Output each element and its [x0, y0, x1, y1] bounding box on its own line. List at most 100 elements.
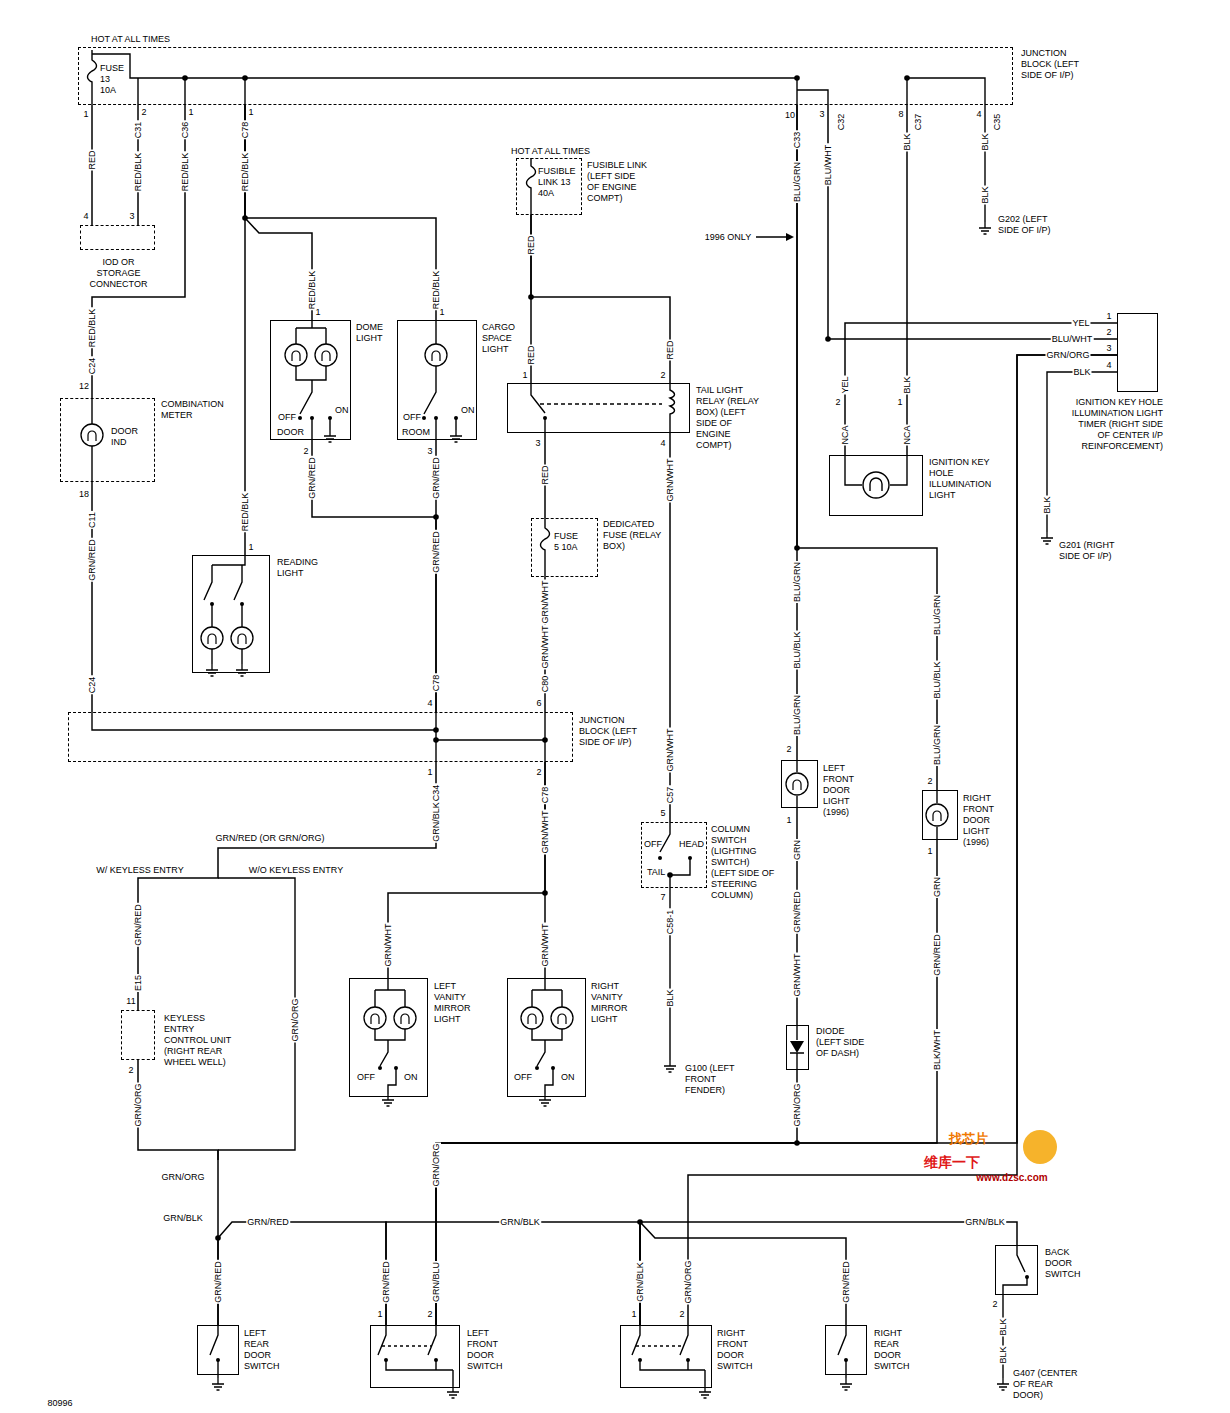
component-label: RIGHT FRONT DOOR LIGHT (1996)	[963, 793, 1005, 848]
diagram-label: www.dzsc.com	[975, 1172, 1048, 1184]
component-label: OFF	[644, 839, 662, 850]
diagram-label: 1	[247, 542, 254, 552]
diagram-label: GRN/WHT	[540, 625, 550, 670]
diagram-label: BLU/BLK	[792, 630, 802, 669]
component-box: LEFT FRONT DOOR LIGHT (1996)	[781, 760, 818, 808]
component-box: IGNITION KEY HOLE ILLUMINATION LIGHT	[829, 455, 923, 516]
diagram-label: RED/BLK	[240, 492, 250, 533]
component-label: OFF	[278, 412, 296, 423]
diagram-label: C58-1	[665, 909, 675, 936]
component-box: HOT AT ALL TIMESFUSE 13 10AJUNCTION BLOC…	[78, 47, 1013, 105]
wire-connector	[828, 105, 1117, 339]
component-label: HEAD	[679, 839, 704, 850]
diagram-label: BLK	[902, 375, 912, 394]
diagram-label: NCA	[840, 424, 850, 445]
diagram-label: RED	[526, 234, 536, 255]
wire-color-label: GRN/ORG	[133, 1082, 143, 1127]
component-label: CARGO SPACE LIGHT	[482, 322, 527, 355]
diagram-label: C24	[87, 676, 97, 695]
diagram-label: BLU/WHT	[1051, 334, 1094, 344]
diagram-label: BLK	[1072, 367, 1091, 377]
diagram-label: 找芯片	[948, 1131, 989, 1146]
diagram-label: 1	[785, 815, 792, 825]
wire-color-label: GRN/RED	[246, 1217, 290, 1227]
component-label: TAIL LIGHT RELAY (RELAY BOX) (LEFT SIDE …	[696, 385, 760, 451]
diagram-label: GRN/ORG	[290, 997, 300, 1042]
component-label: IGNITION KEY HOLE ILLUMINATION LIGHT TIM…	[1069, 397, 1163, 452]
diagram-label: BLU/BLK	[932, 660, 942, 699]
wire-color-label: GRN/RED	[87, 538, 97, 582]
wire-connector	[218, 1222, 386, 1325]
diagram-label: C35	[992, 113, 1002, 132]
diagram-label: C33	[792, 131, 802, 150]
wire-connector	[138, 1060, 218, 1325]
diagram-label: 1	[187, 107, 194, 117]
component-label: DOME LIGHT	[356, 322, 396, 344]
diagram-label: 3	[128, 211, 135, 221]
component-label: ON	[461, 405, 475, 416]
diagram-label: 1	[376, 1309, 383, 1319]
diagram-label: C37	[913, 113, 923, 132]
wire-color-label: YEL	[840, 375, 850, 394]
diagram-label: GRN/ORG	[431, 1142, 441, 1187]
diagram-label: G202 (LEFT SIDE OF I/P)	[997, 214, 1059, 236]
wire-connector	[436, 355, 1117, 1325]
component-label: ON	[561, 1072, 575, 1083]
component-label: KEYLESS ENTRY CONTROL UNIT (RIGHT REAR W…	[164, 1013, 232, 1068]
wire-connector	[688, 355, 1117, 1325]
diagram-label: 2	[1105, 327, 1112, 337]
diagram-label: C78	[240, 121, 250, 140]
diagram-label: 1	[314, 307, 321, 317]
diagram-label: BLK	[980, 185, 990, 204]
diagram-label: GRN/ORG	[160, 1172, 205, 1182]
diagram-label: C32	[836, 113, 846, 132]
wire-color-label: RED	[87, 149, 97, 170]
wire-connector	[245, 105, 436, 320]
component-box: IOD OR STORAGE CONNECTOR	[80, 225, 155, 250]
wire-connector	[906, 105, 908, 455]
wire-color-label: GRN/ORG	[792, 1082, 802, 1127]
component-label: DOOR	[277, 427, 304, 438]
component-label: HOT AT ALL TIMES	[91, 34, 170, 45]
component-box: JUNCTION BLOCK (LEFT SIDE OF I/P)	[68, 712, 573, 762]
component-box: DOME LIGHTOFFDOORON	[270, 320, 351, 440]
wire-connector	[640, 1222, 846, 1325]
diagram-label: 2	[140, 107, 147, 117]
component-label: OFF	[514, 1072, 532, 1083]
wire-color-label: GRN/BLK	[964, 1217, 1006, 1227]
component-label: TAIL	[647, 867, 665, 878]
diagram-label: 2	[127, 1065, 134, 1075]
wire-color-label: RED/BLK	[240, 152, 250, 193]
diagram-label: 1	[630, 1309, 637, 1319]
component-label: LEFT REAR DOOR SWITCH	[244, 1328, 286, 1372]
component-label: DIODE (LEFT SIDE OF DASH)	[816, 1026, 871, 1059]
diagram-label: 18	[78, 489, 90, 499]
diagram-label: 2	[678, 1309, 685, 1319]
diagram-label: YEL	[1071, 318, 1090, 328]
diagram-label: 4	[1105, 360, 1112, 370]
diagram-label: C80	[540, 675, 550, 694]
component-box: DOOR INDCOMBINATION METER	[60, 398, 155, 482]
diagram-label: W/ KEYLESS ENTRY	[95, 865, 184, 875]
component-label: ON	[335, 405, 349, 416]
wire-connector	[640, 1222, 1017, 1325]
diagram-label: GRN/RED	[932, 933, 942, 977]
component-label: READING LIGHT	[277, 557, 327, 579]
diagram-label: RED/BLK	[87, 308, 97, 349]
diagram-label: 1	[438, 307, 445, 317]
diagram-label: G201 (RIGHT SIDE OF I/P)	[1058, 540, 1122, 562]
component-label: COMBINATION METER	[161, 399, 231, 421]
diagram-label: GRN/WHT	[540, 923, 550, 968]
diagram-label: GRN/RED	[133, 903, 143, 947]
component-label: IOD OR STORAGE CONNECTOR	[81, 257, 156, 290]
diagram-label: 3	[426, 446, 433, 456]
component-box: BACK DOOR SWITCH	[995, 1245, 1038, 1295]
diagram-label: GRN/RED	[381, 1260, 391, 1304]
component-label: FUSE 13 10A	[100, 63, 126, 96]
component-label: OFF	[357, 1072, 375, 1083]
component-label: BACK DOOR SWITCH	[1045, 1247, 1087, 1280]
component-label: DOOR IND	[111, 426, 143, 448]
wire-color-label: RED/BLK	[180, 152, 190, 193]
diagram-label: 7	[659, 892, 666, 902]
